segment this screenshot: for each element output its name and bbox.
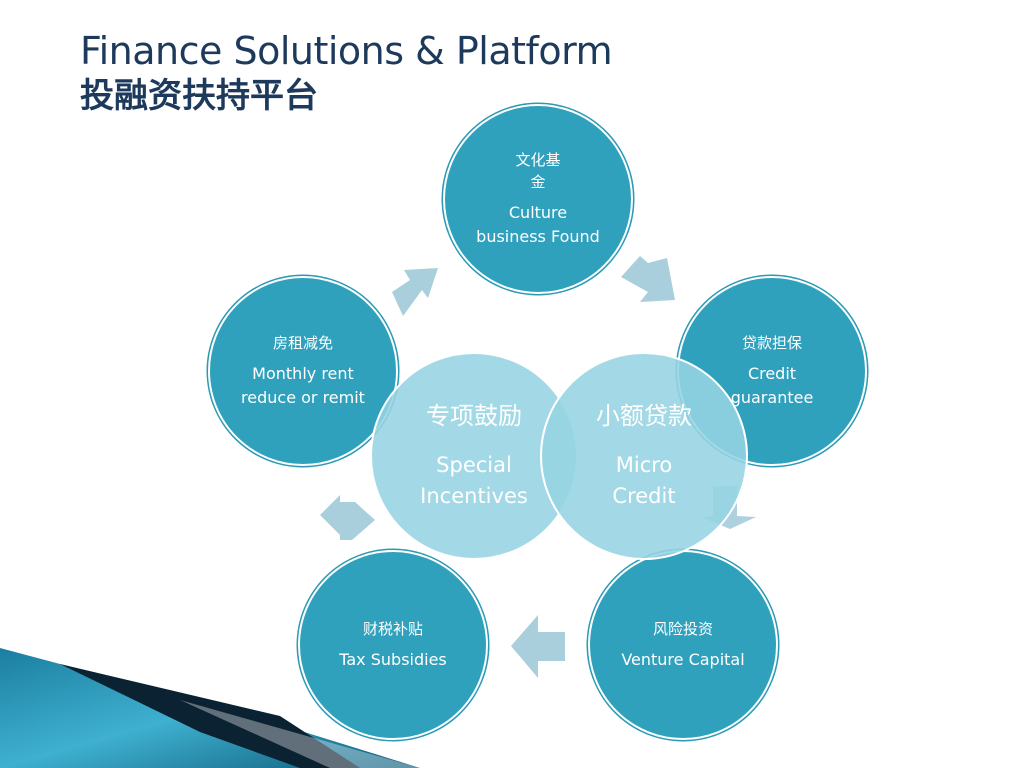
node-tax-en: Tax Subsidies (339, 650, 447, 669)
center-special-zh: 专项鼓励 (426, 402, 522, 430)
node-rent-reduction: 房租减免 Monthly rent reduce or remit (208, 276, 398, 466)
center-micro-credit: 小额贷款 Micro Credit (540, 352, 748, 560)
center-special-en: Special Incentives (420, 453, 528, 508)
node-culture-fund: 文化基 金 Culture business Found (443, 104, 633, 294)
node-credit-en: Credit guarantee (730, 364, 814, 407)
arrow-rent-to-culture (392, 268, 438, 316)
node-culture-zh: 文化基 金 (515, 151, 561, 191)
arrow-venture-to-tax (511, 615, 565, 678)
node-rent-en: Monthly rent reduce or remit (241, 364, 365, 407)
node-venture-zh: 风险投资 (652, 620, 713, 638)
node-rent-zh: 房租减免 (272, 334, 333, 352)
node-culture-en: Culture business Found (476, 203, 600, 246)
title-chinese: 投融资扶持平台 (80, 76, 318, 116)
arrow-tax-to-rent (320, 495, 375, 540)
slide-title: Finance Solutions & Platform 投融资扶持平台 (80, 28, 613, 118)
title-english: Finance Solutions & Platform (80, 29, 613, 73)
center-micro-zh: 小额贷款 (596, 402, 692, 430)
center-micro-en: Micro Credit (612, 453, 676, 508)
node-tax-zh: 财税补贴 (362, 620, 423, 638)
node-credit-zh: 贷款担保 (741, 334, 802, 352)
node-venture-en: Venture Capital (621, 650, 745, 669)
corner-swoosh (0, 648, 420, 768)
node-venture-capital: 风险投资 Venture Capital (588, 550, 778, 740)
node-tax-subsidies: 财税补贴 Tax Subsidies (298, 550, 488, 740)
arrow-culture-to-credit (621, 256, 675, 302)
